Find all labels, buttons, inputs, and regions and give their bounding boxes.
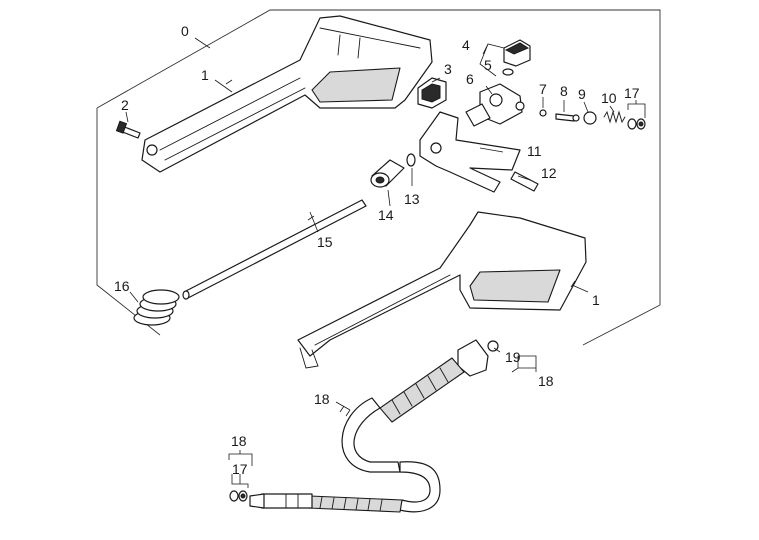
valve-ball (539, 109, 547, 117)
label-part-15: 15 (317, 234, 333, 250)
label-part-12: 12 (541, 165, 557, 181)
label-part-0: 0 (181, 23, 189, 39)
o-ring-small (406, 153, 416, 167)
compression-spring (133, 289, 180, 326)
valve-body (465, 83, 525, 127)
label-part-3: 3 (444, 61, 452, 77)
label-part-13: 13 (404, 191, 420, 207)
label-part-18-hose: 18 (314, 391, 330, 407)
valve-pin (555, 113, 580, 122)
label-part-19: 19 (505, 349, 521, 365)
label-part-10: 10 (601, 90, 617, 106)
valve-spring (603, 110, 626, 124)
handle-half-upper (141, 15, 433, 173)
label-part-11: 11 (527, 143, 542, 159)
bushing (370, 159, 405, 188)
o-ring-set-upper (627, 118, 646, 130)
valve-cap (502, 39, 531, 76)
push-rod (182, 199, 367, 300)
hose-assembly (249, 339, 489, 513)
label-part-2: 2 (121, 97, 129, 113)
label-part-9: 9 (578, 86, 586, 102)
trigger-pin (510, 171, 539, 192)
label-part-16: 16 (114, 278, 130, 294)
part-labels: 0 1 2 3 4 5 6 7 8 9 10 17 11 12 13 14 15… (114, 23, 640, 477)
trigger-lever (419, 111, 521, 193)
label-part-4: 4 (462, 37, 470, 53)
label-part-17-upper: 17 (624, 85, 640, 101)
label-part-17-lower: 17 (232, 461, 248, 477)
screw (115, 120, 141, 139)
label-part-1-upper: 1 (201, 67, 209, 83)
label-part-7: 7 (539, 81, 547, 97)
label-part-6: 6 (466, 71, 474, 87)
label-part-1-lower: 1 (592, 292, 600, 308)
leader-lines (125, 37, 646, 488)
valve-seat (583, 111, 597, 125)
label-part-5: 5 (484, 57, 492, 73)
o-ring-hose-nut (487, 340, 499, 352)
o-ring-set-lower (229, 490, 248, 502)
label-part-18-right: 18 (538, 373, 554, 389)
label-part-18-left: 18 (231, 433, 247, 449)
handle-half-lower (297, 211, 587, 369)
lock-clip (417, 77, 447, 109)
label-part-14: 14 (378, 207, 394, 223)
label-part-8: 8 (560, 83, 568, 99)
